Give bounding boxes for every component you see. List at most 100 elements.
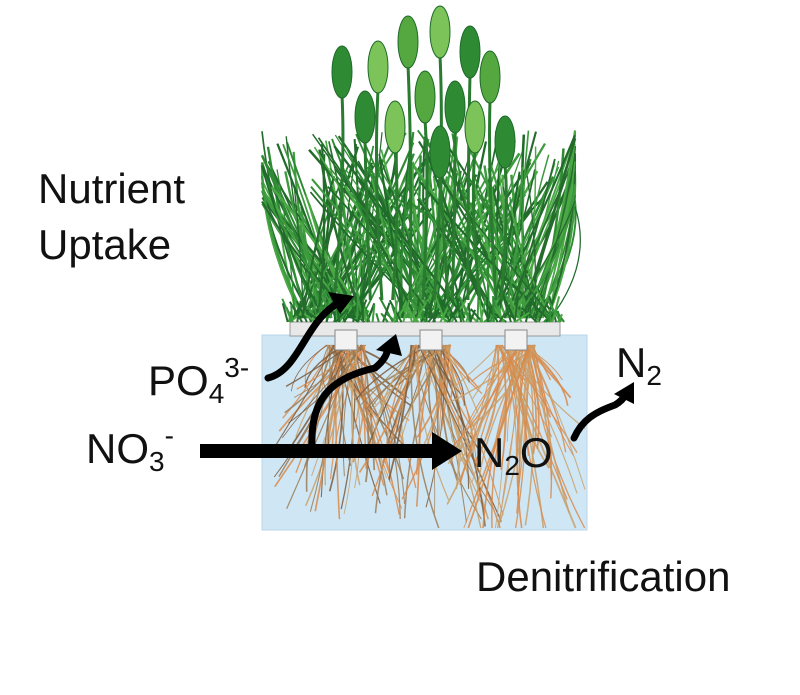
phosphate-uptake-arrow bbox=[264, 298, 344, 382]
root-strand bbox=[401, 344, 451, 500]
ground-tuft bbox=[296, 300, 308, 323]
ground-tuft bbox=[343, 306, 356, 323]
ground-tuft bbox=[392, 300, 399, 323]
root-strand bbox=[511, 344, 586, 430]
spike-stem bbox=[466, 74, 472, 301]
spike-head bbox=[354, 90, 376, 144]
root-strand bbox=[498, 344, 533, 524]
root-strand bbox=[480, 344, 519, 439]
ground-tuft bbox=[514, 312, 530, 323]
denitrification-label: Denitrification bbox=[476, 553, 731, 600]
nitrogen-gas-base: N bbox=[616, 339, 647, 386]
root-strand bbox=[388, 344, 413, 480]
grass-blade bbox=[378, 159, 404, 319]
root-strand bbox=[370, 344, 438, 408]
ground-tuft bbox=[352, 310, 355, 323]
root-strand bbox=[360, 344, 391, 482]
ground-tuft bbox=[492, 296, 495, 323]
root-strand bbox=[350, 344, 361, 486]
root-strand bbox=[496, 344, 520, 529]
phosphate-superscript: 3- bbox=[224, 352, 250, 383]
root-strand bbox=[524, 344, 540, 449]
spike-head bbox=[464, 100, 486, 154]
ground-tuft bbox=[467, 303, 472, 323]
nitrogen-gas-label: N2 bbox=[616, 339, 662, 390]
root-strand bbox=[527, 344, 586, 490]
grass-blade bbox=[301, 132, 407, 319]
root-strand bbox=[360, 344, 420, 405]
spike-stem bbox=[450, 129, 457, 301]
root-strand bbox=[309, 344, 331, 512]
ground-tuft bbox=[459, 311, 465, 323]
root-strand bbox=[371, 344, 416, 497]
grass-blade bbox=[546, 153, 577, 319]
root-strand bbox=[459, 344, 498, 481]
ground-tuft bbox=[513, 296, 520, 323]
ground-tuft bbox=[426, 301, 436, 323]
ground-tuft bbox=[412, 310, 416, 323]
root-strand bbox=[400, 344, 427, 443]
ground-tuft bbox=[478, 299, 484, 323]
spike-stem bbox=[363, 139, 372, 301]
ground-tuft bbox=[503, 298, 512, 323]
ground-tuft bbox=[371, 304, 376, 323]
root-strand bbox=[364, 344, 449, 420]
ground-tuft bbox=[534, 309, 539, 323]
phosphate-base: PO bbox=[148, 357, 209, 404]
ground-tuft bbox=[355, 295, 359, 323]
grass-blade bbox=[377, 166, 464, 319]
ground-tuft bbox=[486, 296, 489, 323]
ground-tuft bbox=[281, 302, 289, 323]
ground-tuft bbox=[551, 296, 561, 323]
root-strand bbox=[521, 344, 569, 406]
root-strand bbox=[286, 344, 359, 509]
grass-blade bbox=[513, 184, 577, 319]
spike-stem bbox=[406, 64, 413, 301]
n2-release-arrowhead bbox=[614, 382, 634, 404]
ground-tuft bbox=[521, 307, 538, 323]
root-strand bbox=[415, 344, 434, 475]
root-strand bbox=[467, 344, 530, 529]
root-strand bbox=[327, 344, 387, 479]
root-strand bbox=[442, 344, 480, 389]
nitrate-base: NO bbox=[86, 425, 149, 472]
ground-tuft bbox=[364, 306, 371, 323]
spike-stem bbox=[374, 89, 384, 301]
root-strand bbox=[501, 344, 578, 454]
grass-blade bbox=[472, 173, 519, 319]
root-strand bbox=[327, 344, 349, 450]
spike-head bbox=[429, 5, 451, 59]
spike-head bbox=[331, 45, 353, 99]
nitrous-oxide-n: N bbox=[474, 429, 505, 476]
root-strand bbox=[311, 344, 362, 477]
ground-tuft bbox=[411, 299, 427, 323]
grass-blade bbox=[550, 206, 581, 319]
nitrate-label: NO3- bbox=[86, 422, 174, 476]
phosphate-label: PO43- bbox=[148, 354, 249, 408]
root-strand bbox=[410, 344, 440, 529]
ground-tuft bbox=[524, 298, 533, 323]
spike-stem bbox=[332, 94, 345, 301]
nitrate-uptake-arrow bbox=[308, 342, 392, 451]
spike-head bbox=[414, 70, 436, 124]
root-strand bbox=[498, 344, 568, 500]
ground-tuft bbox=[296, 300, 302, 323]
spike-stem bbox=[438, 174, 450, 301]
grass-blade bbox=[284, 171, 333, 319]
ground-tuft bbox=[414, 298, 430, 323]
flower-spikes bbox=[331, 5, 516, 301]
root-strand bbox=[514, 344, 529, 529]
nutrient-uptake-label-line2: Uptake bbox=[38, 221, 172, 268]
spike-stem bbox=[421, 119, 429, 301]
grass-blades bbox=[260, 129, 581, 323]
root-strand bbox=[476, 344, 533, 489]
spike-head bbox=[479, 50, 501, 104]
grass-blade bbox=[503, 201, 576, 319]
grass-blade bbox=[509, 158, 556, 319]
ground-tuft bbox=[455, 296, 463, 323]
nitrous-oxide-subscript: 2 bbox=[504, 450, 520, 481]
grass-blade bbox=[331, 138, 418, 319]
root-strand bbox=[510, 344, 578, 494]
spike-head bbox=[444, 80, 466, 134]
